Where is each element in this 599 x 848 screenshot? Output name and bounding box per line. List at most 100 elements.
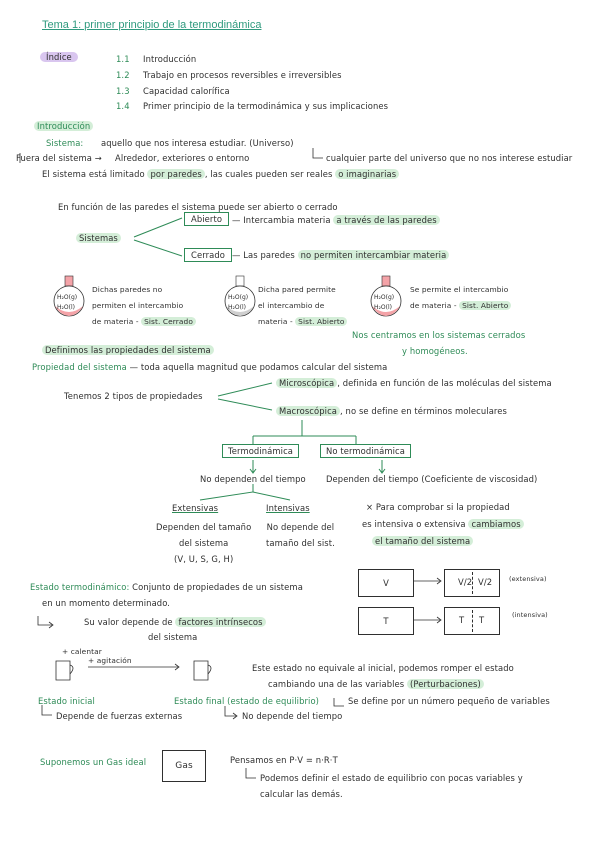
estado-def2: en un momento determinado. [42, 598, 171, 608]
flask1-line1: Dichas paredes no [92, 285, 163, 294]
cerrado-box: Cerrado [184, 248, 233, 262]
tenemos-text: Tenemos 2 tipos de propiedades [64, 391, 203, 401]
agitar-label: + agitación [88, 656, 132, 665]
limitado-pre: El sistema está limitado [42, 169, 145, 179]
abierto-hl: a través de las paredes [333, 215, 440, 225]
sistema-label: Sistema: [46, 138, 84, 148]
flask-icon-2 [224, 275, 256, 317]
comprobar-hl2: el tamaño del sistema [372, 536, 474, 546]
index-item-1: Introducción [143, 54, 197, 64]
ext-desc-1: Dependen del tamaño [156, 522, 252, 532]
flask3-liq: H₂O(l) [374, 304, 392, 311]
page-title[interactable]: Tema 1: primer principio de la termodiná… [42, 19, 262, 31]
alrededores-text: Alrededor, exteriores o entorno [115, 153, 250, 163]
sistemas-label: Sistemas [76, 233, 121, 243]
index-item-3: Capacidad calorífica [143, 86, 230, 96]
extensiva-note: (extensiva) [509, 575, 547, 583]
gas-label: Suponemos un Gas ideal [40, 757, 147, 767]
comprobar-1: × Para comprobar si la propiedad [366, 502, 510, 512]
flask2-liq: H₂O(l) [228, 304, 246, 311]
flask2-line1: Dicha pared permite [258, 285, 336, 294]
se-define: Se define por un número pequeño de varia… [348, 696, 550, 706]
calentar-label: + calentar [62, 647, 102, 656]
pensamos-text: Pensamos en P·V = n·R·T [230, 755, 338, 765]
estado-inicial: Estado inicial [38, 696, 95, 706]
ext-desc-3: (V, U, S, G, H) [174, 554, 234, 564]
index-num-1: 1.1 [116, 54, 130, 64]
flask3-hl: Sist. Abierto [459, 301, 512, 310]
comprobar-hl: cambiamos [468, 519, 524, 529]
valor-2: del sistema [148, 632, 198, 642]
nos-centramos-1: Nos centramos en los sistemas cerrados [352, 330, 526, 340]
macro-hl: Macroscópica [276, 406, 341, 416]
limitado-hl: por paredes [147, 169, 205, 179]
index-num-4: 1.4 [116, 101, 130, 111]
cualquier-text: cualquier parte del universo que no nos … [326, 153, 573, 163]
podemos-2: calcular las demás. [260, 789, 343, 799]
fuerzas-externas: Depende de fuerzas externas [56, 711, 183, 721]
int-desc-2: tamaño del sist. [266, 538, 335, 548]
estado-label: Estado termodinámico: [30, 582, 130, 592]
no-depende-tiempo: No depende del tiempo [242, 711, 343, 721]
intensivas-label: Intensivas [266, 503, 310, 513]
estado-final: Estado final (estado de equilibrio) [174, 696, 320, 706]
flask3-gas: H₂O(g) [374, 294, 395, 301]
valor-pre: Su valor depende de [84, 617, 173, 627]
ext-desc-2: del sistema [178, 538, 229, 548]
gas-box: Gas [162, 750, 206, 782]
temperature-box: T [358, 607, 414, 635]
sistema-def: aquello que nos interesa estudiar. (Univ… [101, 138, 294, 148]
temperature-split-box: T T [444, 607, 500, 635]
estado-def1: Conjunto de propiedades de un sistema [132, 582, 303, 592]
abierto-box: Abierto [184, 212, 230, 226]
equilibrio-texto2b: (Perturbaciones) [407, 679, 484, 689]
micro-hl: Microscópica [276, 378, 338, 388]
intensiva-note: (intensiva) [512, 611, 548, 619]
propiedades-heading: Definimos las propiedades del sistema [42, 345, 214, 355]
flask3-line2: de materia - [410, 301, 457, 310]
limitado-hl2: o imaginarias [335, 169, 400, 179]
termo-box: Termodinámica [222, 444, 300, 458]
flask1-line2: permiten el intercambio [92, 301, 184, 310]
flask-icon-3 [370, 275, 402, 317]
cerrado-desc: — Las paredes [232, 250, 295, 260]
flask-icon-1 [53, 275, 85, 317]
cerrado-hl: no permiten intercambiar materia [297, 250, 450, 260]
macro-desc: , no se define en términos moleculares [340, 406, 507, 416]
intro-heading: Introducción [34, 121, 94, 131]
flask3-line1: Se permite el intercambio [410, 285, 509, 294]
flask1-gas: H₂O(g) [57, 294, 78, 301]
limitado-mid: , las cuales pueden ser reales [204, 169, 333, 179]
volume-box: V [358, 569, 414, 597]
prop-label: Propiedad del sistema [32, 362, 127, 372]
prop-def: — toda aquella magnitud que podamos calc… [129, 362, 388, 372]
flask2-line2: el intercambio de [258, 301, 325, 310]
nos-centramos-2: y homogéneos. [402, 346, 468, 356]
flask1-liq: H₂O(l) [57, 304, 75, 311]
index-label: Índice [40, 52, 78, 62]
flask1-hl: Sist. Cerrado [141, 317, 196, 326]
flask1-line3: de materia - [92, 317, 139, 326]
abierto-desc: — Intercambia materia [232, 215, 331, 225]
funcion-text: En función de las paredes el sistema pue… [58, 202, 338, 212]
no-termo-box: No termodinámica [320, 444, 411, 458]
index-item-4: Primer principio de la termodinámica y s… [143, 101, 389, 111]
equilibrio-texto1: Este estado no equivale al inicial, pode… [252, 663, 514, 673]
fuera-text: Fuera del sistema → [16, 153, 102, 163]
comprobar-2: es intensiva o extensiva [362, 519, 466, 529]
dep-text: Dependen del tiempo (Coeficiente de visc… [326, 474, 538, 484]
equilibrio-texto2: cambiando una de las variables [268, 679, 405, 689]
podemos-1: Podemos definir el estado de equilibrio … [260, 773, 523, 783]
index-num-2: 1.2 [116, 70, 130, 80]
index-num-3: 1.3 [116, 86, 130, 96]
extensivas-label: Extensivas [172, 503, 219, 513]
flask2-gas: H₂O(g) [228, 294, 249, 301]
valor-hl: factores intrínsecos [175, 617, 266, 627]
flask2-hl: Sist. Abierto [295, 317, 348, 326]
volume-split-box: V/2 V/2 [444, 569, 500, 597]
no-dep-text: No dependen del tiempo [200, 474, 306, 484]
int-desc-1: No depende del [266, 522, 335, 532]
micro-desc: , definida en función de las moléculas d… [337, 378, 552, 388]
flask2-line3: materia - [258, 317, 293, 326]
